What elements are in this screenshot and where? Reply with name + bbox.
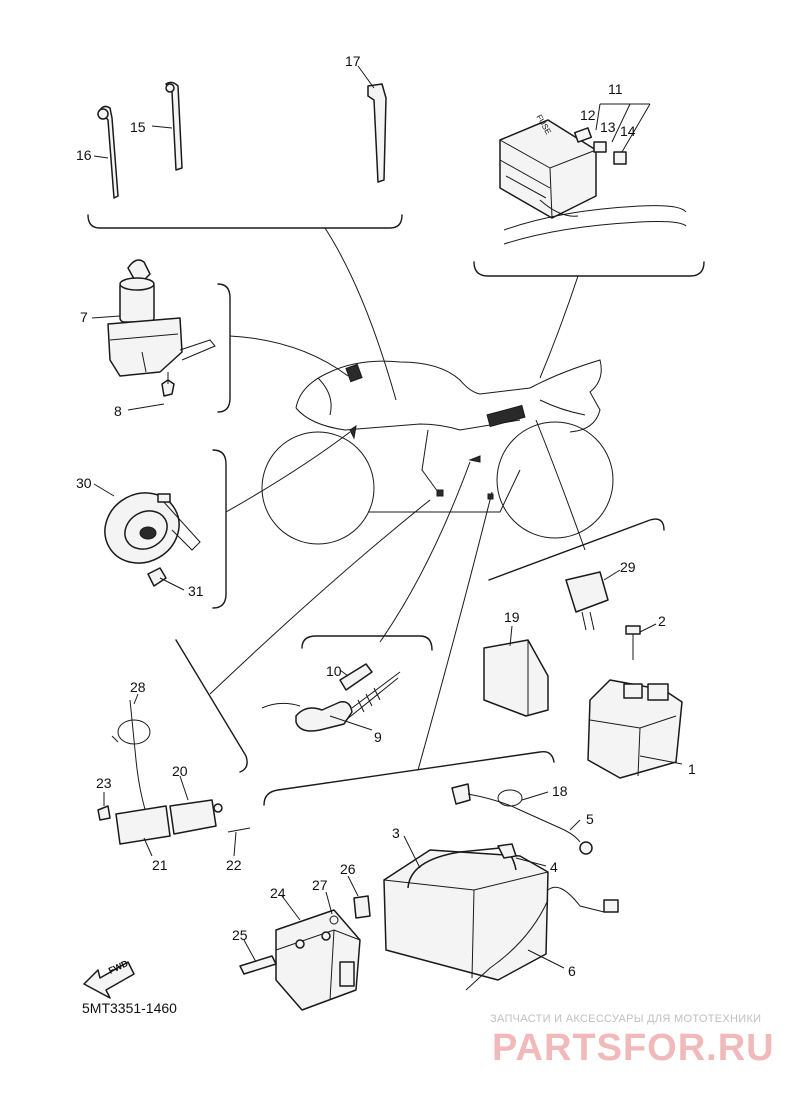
callout-4: 4 [550,859,558,875]
callout-25: 25 [232,927,248,943]
callout-28: 28 [130,679,146,695]
callout-12: 12 [580,107,596,123]
callout-16: 16 [76,147,92,163]
relays [483,571,683,779]
callout-26: 26 [340,861,356,877]
watermark-logo: PARTSFOR.RU [492,1027,775,1069]
callout-15: 15 [130,119,146,135]
horn [104,492,201,587]
regulator-group [239,895,371,1011]
battery-group [383,783,619,991]
main-switch [107,259,216,397]
callout-10: 10 [326,663,342,679]
connector-group [261,663,401,732]
diagram-code: 5MT3351-1460 [82,1000,177,1016]
callout-13: 13 [600,119,616,135]
callout-20: 20 [172,763,188,779]
callout-5: 5 [586,811,594,827]
callout-7: 7 [80,309,88,325]
callout-11: 11 [608,81,623,97]
callout-2: 2 [658,613,666,629]
callout-31: 31 [188,583,204,599]
callout-9: 9 [374,729,382,745]
callout-29: 29 [620,559,636,575]
cable-ties [97,81,387,199]
callout-leaders [91,65,683,969]
sensor-assembly [97,699,251,845]
fuse-box [499,103,687,245]
callout-19: 19 [504,609,520,625]
callout-30: 30 [76,475,92,491]
callout-21: 21 [152,857,168,873]
callout-24: 24 [270,885,286,901]
callout-1: 1 [688,761,696,777]
callout-8: 8 [114,403,122,419]
motorcycle-outline [261,359,614,545]
callout-14: 14 [620,123,636,139]
fwd-arrow-icon [83,961,135,999]
callout-22: 22 [226,857,242,873]
callout-27: 27 [312,877,328,893]
watermark-tagline: ЗАПЧАСТИ И АКСЕССУАРЫ ДЛЯ МОТОТЕХНИКИ [490,1013,762,1025]
callout-6: 6 [568,963,576,979]
group-brackets [87,214,705,806]
leader-lines [209,227,586,771]
callout-3: 3 [392,825,400,841]
callout-23: 23 [96,775,112,791]
callout-18: 18 [552,783,568,799]
callout-17: 17 [345,53,361,69]
